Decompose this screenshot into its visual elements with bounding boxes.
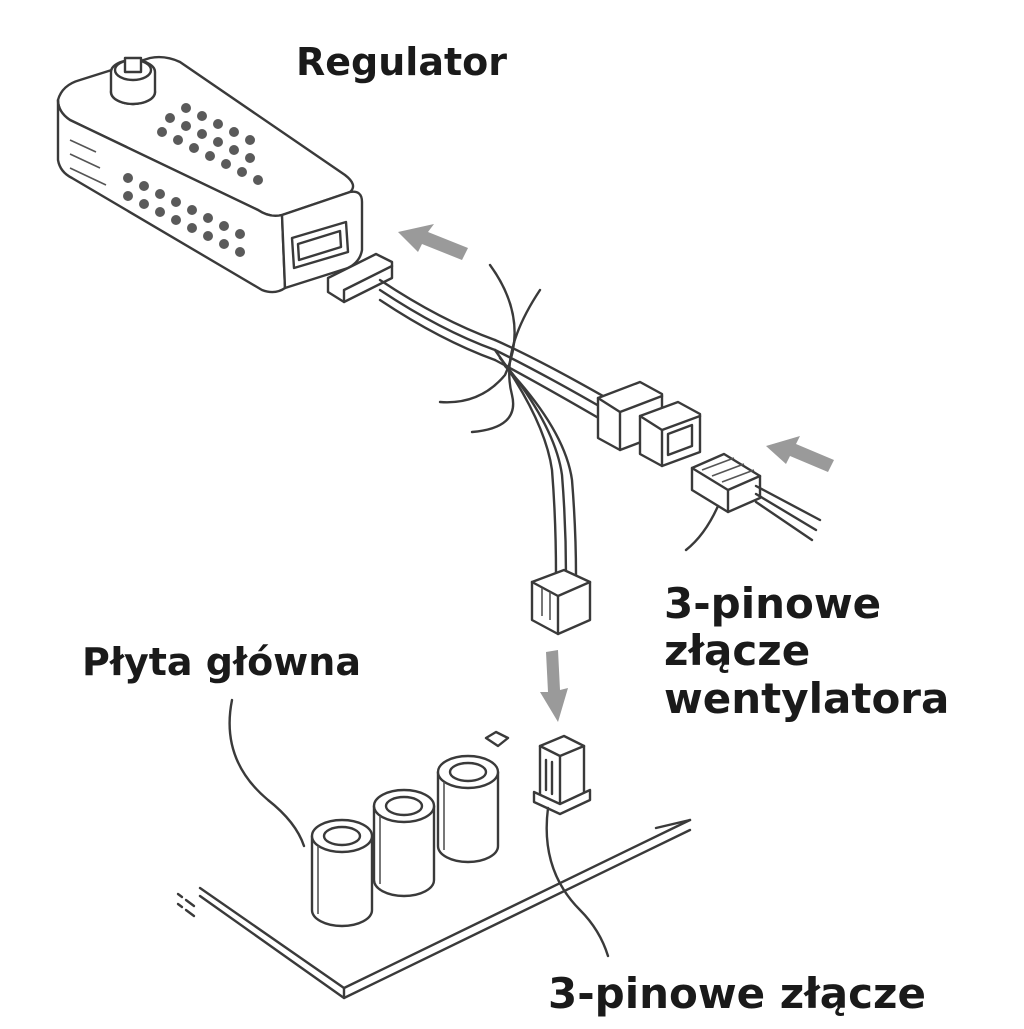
- regulator-label: Regulator: [296, 40, 507, 84]
- fan-extension-connector: [596, 380, 702, 468]
- regulator-knob: [109, 56, 157, 106]
- fan-connector-label: 3-pinowe złącze wentylatora: [664, 579, 950, 723]
- fan-connector-label-line1: 3-pinowe: [664, 579, 882, 628]
- header-connector-label: 3-pinowe złącze: [548, 969, 926, 1018]
- regulator-cable: [326, 252, 612, 577]
- fan-connector-label-line3: wentylatora: [664, 673, 950, 723]
- capacitor: [310, 818, 374, 928]
- capacitor: [372, 788, 436, 898]
- arrow-to-regulator: [398, 224, 468, 260]
- motherboard-label: Płyta główna: [82, 640, 361, 684]
- board-plug: [530, 568, 592, 636]
- regulator-device: [56, 55, 364, 294]
- motherboard: [176, 698, 692, 1000]
- fan-header: [532, 734, 592, 816]
- arrow-to-fan-connector: [766, 436, 834, 472]
- regulator-vents-front: [123, 173, 245, 257]
- regulator-vents-top: [157, 103, 263, 185]
- capacitor: [436, 754, 500, 864]
- fan-plug: [684, 452, 822, 552]
- arrow-to-board: [540, 650, 568, 722]
- fan-connector-label-line2: złącze: [664, 626, 811, 676]
